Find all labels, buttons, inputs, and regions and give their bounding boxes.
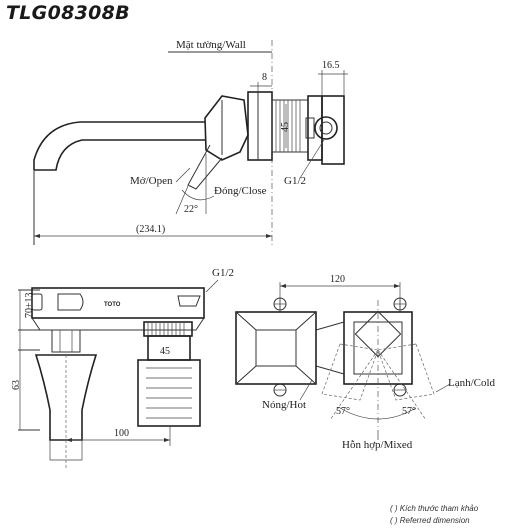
spout-bottom-edge — [34, 139, 205, 171]
handle-lever — [187, 144, 223, 190]
handle-stem — [51, 329, 81, 353]
g12-bottom-label: G1/2 — [212, 267, 234, 279]
hot-label: Nóng/Hot — [262, 399, 306, 411]
g12-top-label: G1/2 — [284, 175, 306, 187]
mounting-box — [321, 95, 345, 165]
flange — [247, 91, 273, 161]
dim-100: 100 — [114, 428, 129, 439]
brand-label: TOTO — [104, 302, 121, 308]
wall-label: Mặt tường/Wall — [176, 39, 246, 51]
note-line-1: ( ) Kích thước tham khảo — [390, 504, 479, 513]
valve-housing — [137, 359, 201, 427]
close-label: Đóng/Close — [214, 185, 267, 197]
dim-8: 8 — [262, 72, 267, 83]
front-view: 120 57° 57° Lạnh/Cold N — [235, 274, 496, 451]
side-elevation-view: Mặt tường/Wall 8 16.5 — [33, 39, 348, 245]
spout-top-edge — [33, 121, 205, 170]
dim-63: 63 — [11, 380, 22, 390]
open-label: Mở/Open — [130, 175, 173, 187]
cold-label: Lạnh/Cold — [448, 377, 496, 389]
angle-57-right: 57° — [402, 406, 416, 417]
handle-body — [204, 95, 249, 161]
handle-hot-position — [321, 343, 379, 401]
dim-234: (234.1) — [136, 224, 165, 235]
dim-45-top: 45 — [280, 122, 291, 132]
angle-57-left: 57° — [336, 406, 350, 417]
angle-22: 22° — [184, 204, 198, 215]
dim-45-bottom: 45 — [160, 346, 170, 357]
model-title: TLG08308B — [6, 2, 130, 24]
dim-70: 70±13 — [24, 293, 35, 319]
note-line-2: ( ) Referred dimension — [390, 516, 470, 525]
handle-mixed — [354, 310, 402, 358]
handle-cold-position — [377, 343, 435, 401]
inlet-fitting — [314, 116, 338, 140]
dim-120: 120 — [330, 274, 345, 285]
plan-view: 70±13 63 TOTO G1/2 45 — [11, 267, 234, 470]
dim-16-5: 16.5 — [322, 60, 340, 71]
front-spout — [235, 311, 317, 385]
mixed-label: Hỗn hợp/Mixed — [342, 439, 413, 451]
